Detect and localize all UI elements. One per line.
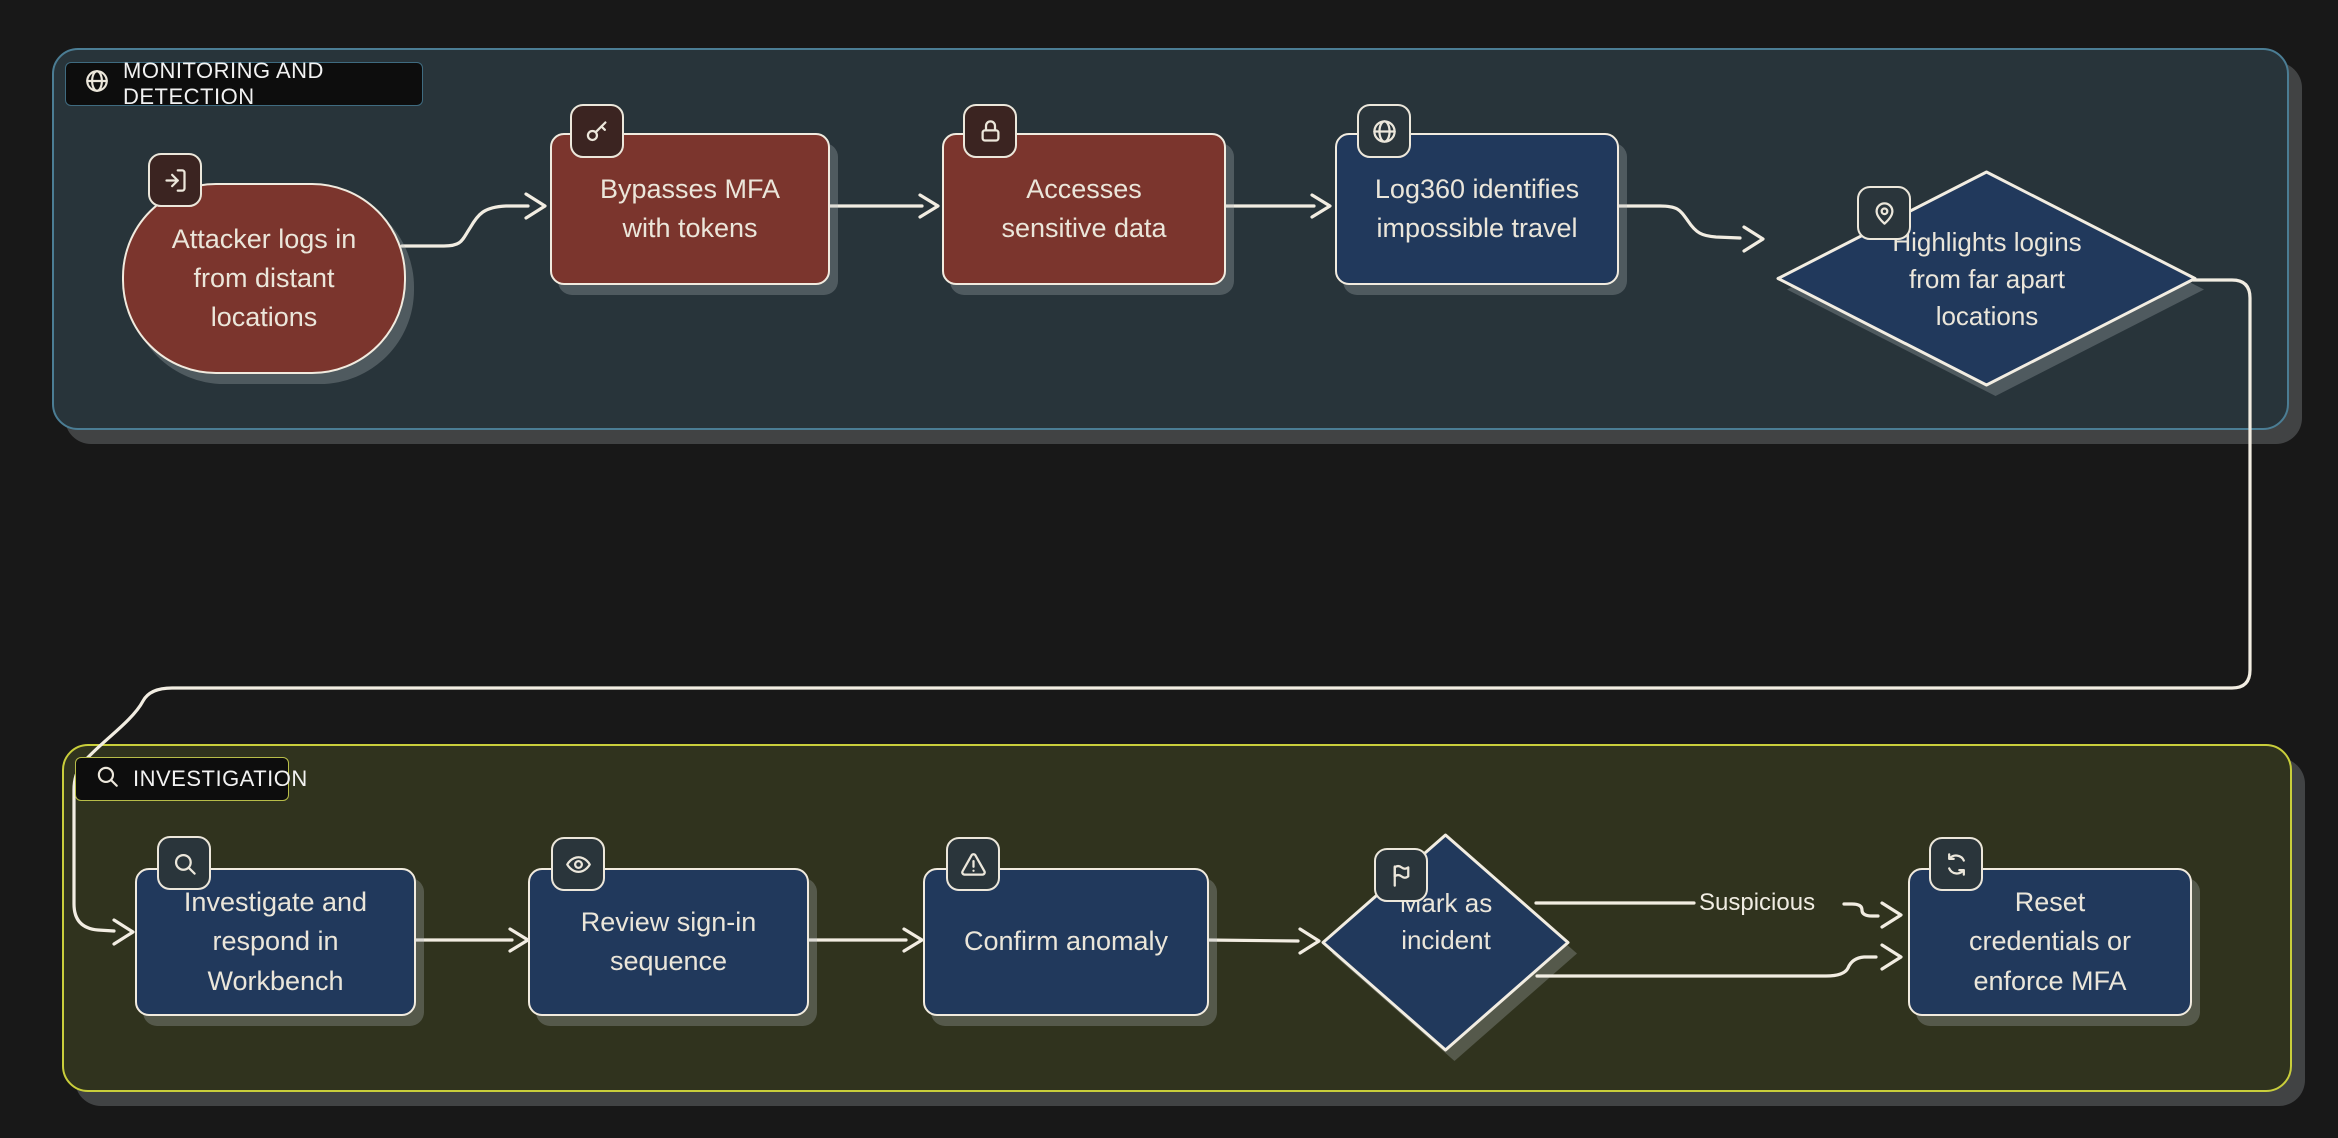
- node-log360-identifies[interactable]: Log360 identifies impossible travel: [1335, 133, 1619, 285]
- globe-icon: [1357, 104, 1411, 158]
- map-pin-icon: [1857, 186, 1911, 240]
- edge-highlight-investigate: [72, 278, 2252, 933]
- node-label: Reset credentials or enforce MFA: [1968, 887, 2132, 996]
- globe-icon: [84, 68, 110, 100]
- node-label: Confirm anomaly: [963, 926, 1169, 957]
- edge-log360-highlight: [1611, 204, 1742, 240]
- node-label: Investigate and respond in Workbench: [183, 887, 368, 996]
- arrowhead: [1742, 225, 1765, 253]
- edge-attacker-bypass: [400, 204, 530, 248]
- edge-confirm-mark: [1204, 938, 1300, 943]
- node-label: Attacker logs in from distant locations: [171, 223, 357, 333]
- edge-mark-reset: [1535, 955, 1878, 978]
- key-icon: [570, 104, 624, 158]
- section-label-investigation: INVESTIGATION: [75, 757, 307, 801]
- arrowhead: [1298, 927, 1321, 955]
- node-reset-credentials[interactable]: Reset credentials or enforce MFA: [1908, 868, 2192, 1016]
- alert-triangle-icon: [946, 837, 1000, 891]
- section-label-text: INVESTIGATION: [133, 766, 308, 791]
- edge-mark-reset-suspicious: [1842, 902, 1880, 918]
- refresh-icon: [1929, 837, 1983, 891]
- node-label: Log360 identifies impossible travel: [1374, 173, 1580, 243]
- arrowhead: [524, 192, 547, 220]
- node-label: Accesses sensitive data: [1001, 173, 1167, 243]
- node-label: Review sign-in sequence: [580, 906, 757, 976]
- section-label-monitoring: MONITORING AND DETECTION: [65, 58, 423, 109]
- node-confirm-anomaly[interactable]: Confirm anomaly: [923, 868, 1209, 1016]
- eye-icon: [551, 837, 605, 891]
- node-label-highlights-logins: Highlights logins from far apart locatio…: [1892, 227, 2082, 331]
- log-in-icon: [148, 153, 202, 207]
- arrowhead: [1880, 901, 1903, 929]
- node-review-sign-in[interactable]: Review sign-in sequence: [528, 868, 809, 1016]
- flag-icon: [1374, 848, 1428, 902]
- node-investigate-workbench[interactable]: Investigate and respond in Workbench: [135, 868, 416, 1016]
- arrowhead: [1310, 193, 1332, 219]
- node-attacker-logs-in[interactable]: Attacker logs in from distant locations: [122, 183, 406, 374]
- node-label: Bypasses MFA with tokens: [599, 173, 781, 243]
- arrowhead: [902, 927, 924, 953]
- search-icon: [157, 836, 211, 890]
- arrowhead: [1880, 943, 1903, 971]
- section-label-text: MONITORING AND DETECTION: [123, 58, 324, 109]
- arrowhead: [112, 918, 135, 946]
- lock-icon: [963, 104, 1017, 158]
- arrowhead: [918, 193, 940, 219]
- node-accesses-sensitive-data[interactable]: Accesses sensitive data: [942, 133, 1226, 285]
- edge-label-suspicious: Suspicious: [1699, 889, 1816, 916]
- search-icon: [94, 763, 120, 795]
- node-label-mark-as-incident: Mark as incident: [1399, 888, 1493, 955]
- node-bypasses-mfa[interactable]: Bypasses MFA with tokens: [550, 133, 830, 285]
